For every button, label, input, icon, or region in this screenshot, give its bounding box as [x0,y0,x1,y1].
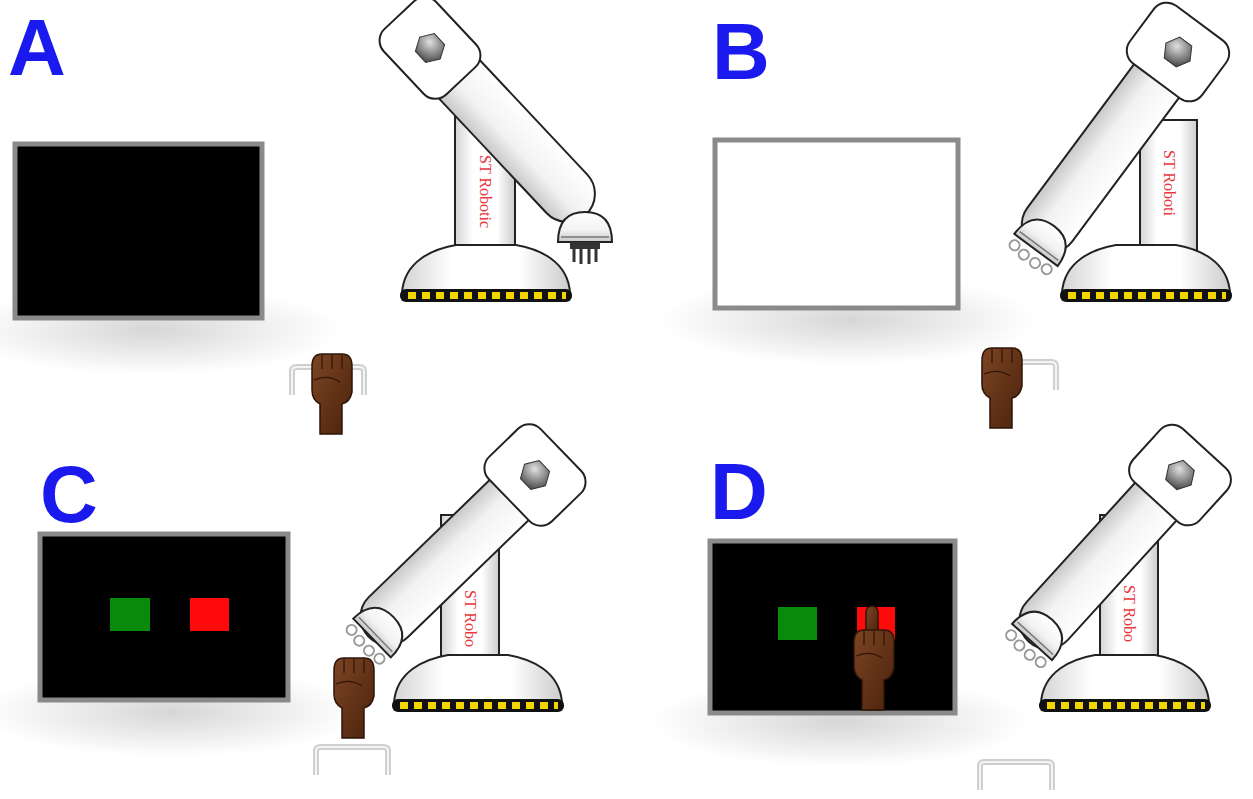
hand-fist [312,354,352,434]
hand-fist [982,348,1022,428]
robot-brand: ST Robotic [476,155,494,228]
panel-letter: C [40,455,98,535]
robot-base [392,655,564,712]
monitor-black [40,534,288,700]
robot-brand: ST Robo [1120,585,1138,642]
robot-head [478,418,592,533]
claw-prong [573,248,576,262]
gripper-dome [1012,602,1072,661]
gripper-claw [558,212,612,264]
robot-head [1122,418,1237,532]
monitor-black [15,144,262,318]
red-square [190,598,229,631]
robot-brand: ST Robo [461,590,479,647]
robot-head [373,0,487,105]
hand-fist [334,658,374,738]
claw-prong [595,248,598,262]
robot-head [1120,0,1235,108]
green-square [110,598,150,631]
robot-base [1039,655,1211,712]
robot-base [1060,245,1232,302]
panel-letter: D [710,452,768,532]
gripper-balls [1003,628,1048,671]
panel-c [0,418,592,775]
pointing-hand [854,606,894,710]
panel-letter: B [712,12,770,92]
gripper-dome [353,598,412,658]
claw-prong [580,248,583,264]
robot-base [400,245,572,302]
gripper [1001,602,1072,672]
gripper-dome [558,212,612,242]
hand-holder [980,762,1052,790]
monitor-black [710,541,955,713]
claw-plate [570,242,600,249]
panel-a [0,0,612,434]
hand-holder [316,747,388,775]
robot-brand: ST Roboti [1160,150,1178,216]
hand-fist [854,630,894,710]
panel-d [650,418,1238,790]
panel-letter: A [8,8,66,88]
gripper [1005,210,1076,279]
monitor-white [715,140,958,308]
gripper-balls [1006,238,1053,277]
claw-prong [588,248,591,264]
green-square [778,607,817,640]
panel-b [660,0,1236,428]
